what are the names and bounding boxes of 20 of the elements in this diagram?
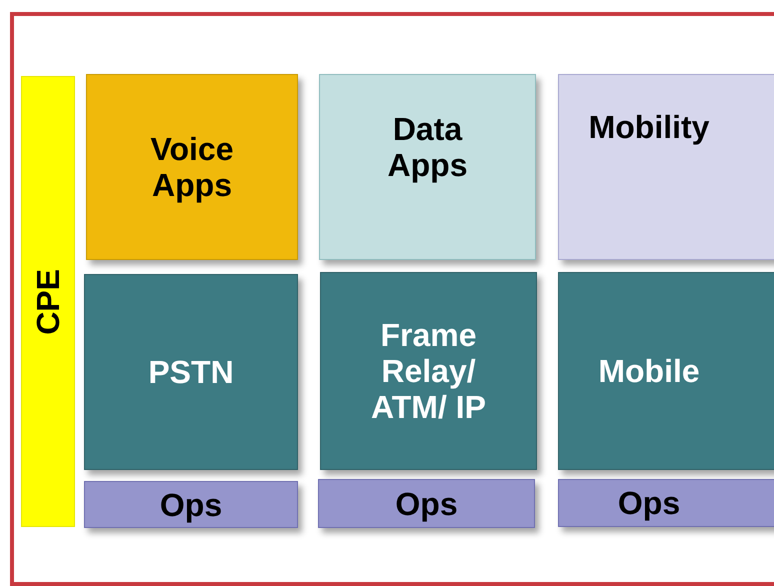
box-label: Data Apps [386,111,468,183]
box-label: CPE [30,268,66,334]
box-label: Mobility [588,109,710,145]
side-bar [21,76,75,527]
app-box [86,74,298,260]
box-label: Ops [160,486,222,522]
network-box [320,272,537,470]
ops-bar [558,479,774,527]
ops-bar [318,479,535,528]
ops-bar [84,481,298,528]
box-label: Frame Relay/ ATM/ IP [370,317,487,425]
app-box [319,74,536,260]
box-label: PSTN [148,354,234,390]
box-label: Ops [395,486,458,522]
box-label: Ops [618,485,680,521]
box-label: Mobile [598,353,700,389]
box-label: Voice Apps [150,131,234,203]
network-box [84,274,298,470]
network-box [558,272,774,470]
app-box [558,74,774,260]
